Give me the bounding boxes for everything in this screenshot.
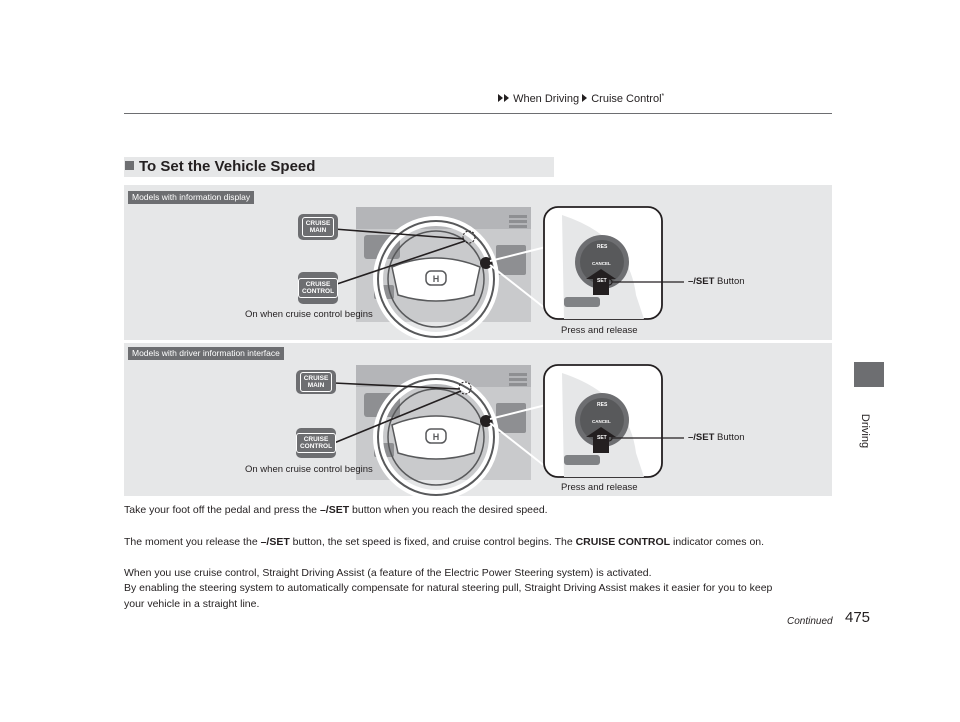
caption-on: On when cruise control begins [245,464,373,475]
paragraph: Take your foot off the pedal and press t… [124,504,548,516]
model-tag: Models with driver information interface [128,347,284,360]
model-tag: Models with information display [128,191,255,204]
square-bullet-icon [125,161,134,170]
caption-press: Press and release [561,325,638,336]
continued-label: Continued [787,616,833,627]
paragraph: your vehicle in a straight line. [124,598,260,610]
svg-text:H: H [433,274,440,284]
paragraph: The moment you release the –/SET button,… [124,536,765,548]
page-number: 475 [845,609,871,626]
svg-text:H: H [433,432,440,442]
button-caption: –/SET Button [688,432,745,443]
paragraph: When you use cruise control, Straight Dr… [124,567,652,579]
arrow-icon [582,94,588,102]
caption-press: Press and release [561,482,638,493]
res-label: RES [597,402,608,408]
breadcrumb: When Driving Cruise Control* [498,93,664,105]
chapter-label: Driving [859,413,872,449]
set-label: SET [597,278,607,284]
res-label: RES [597,244,608,250]
section-title: To Set the Vehicle Speed [139,158,316,175]
paragraph: By enabling the steering system to autom… [124,582,773,594]
chapter-tab [854,362,884,387]
section-heading-bar [124,157,554,177]
breadcrumb-item[interactable]: When Driving [513,93,580,105]
footnote-mark: * [661,93,665,100]
button-caption: –/SET Button [688,276,745,287]
header-divider [124,113,832,114]
dashboard-illustration: H [333,206,684,340]
arrow-icon [498,94,503,102]
cancel-label: CANCEL [592,261,611,266]
dashboard-illustration: H [333,364,684,496]
breadcrumb-item[interactable]: Cruise Control [591,93,662,105]
caption-on: On when cruise control begins [245,309,373,320]
arrow-icon [504,94,509,102]
set-label: SET [597,435,607,441]
cancel-label: CANCEL [592,419,611,424]
panel-divider [124,340,832,343]
